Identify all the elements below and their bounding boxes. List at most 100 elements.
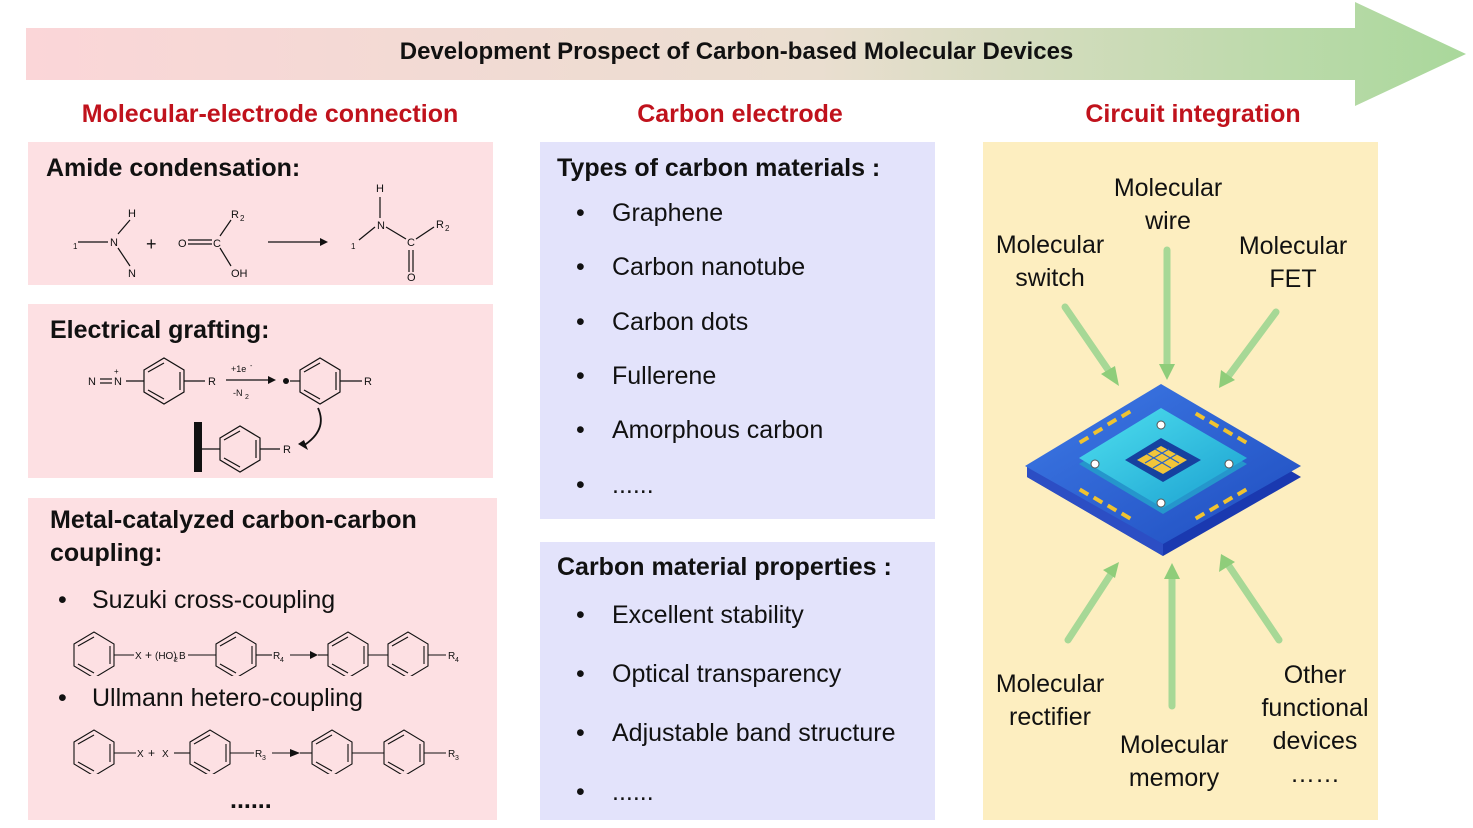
svg-text:N: N (128, 268, 136, 280)
svg-text:O: O (178, 238, 187, 250)
bullet: • (58, 586, 67, 614)
left-column-title: Molecular-electrode connection (81, 100, 459, 128)
grafting-reaction-scheme: N N + R +1e - -N 2 R R (88, 357, 372, 473)
bullet: • (576, 199, 585, 227)
carbon-properties-panel: Carbon material properties : • Excellent … (540, 542, 935, 820)
bullet: • (576, 253, 585, 282)
svg-text:O: O (407, 272, 416, 282)
svg-text:R: R (255, 749, 262, 760)
svg-text:4: 4 (455, 657, 459, 664)
grafting-heading: Electrical grafting: (50, 316, 270, 344)
svg-text:4: 4 (280, 657, 284, 664)
list-item-label: Carbon dots (612, 307, 749, 336)
svg-text:OH: OH (231, 268, 248, 280)
amide-reaction-scheme: 1 N H N + O C R 2 OH H 1 N C R 2 O (73, 183, 450, 282)
svg-text:N: N (88, 376, 96, 388)
bullet: • (576, 361, 585, 390)
amide-heading: Amide condensation: (46, 154, 301, 182)
coupling-heading-line2: coupling: (50, 539, 163, 567)
svg-text:2: 2 (240, 214, 245, 223)
svg-text:B: B (179, 651, 186, 662)
right-column-title: Circuit integration (1085, 100, 1301, 128)
bullet: • (58, 684, 67, 712)
list-item-label: Graphene (612, 199, 724, 227)
circuit-diagram (1025, 246, 1301, 710)
carbon-types-panel: Types of carbon materials : • Graphene • Ca… (540, 142, 935, 519)
list-item-label: Carbon nanotube (612, 253, 806, 282)
list-item-label: ...... (612, 778, 654, 806)
arrows-group (1061, 246, 1283, 710)
svg-text:+: + (148, 746, 155, 760)
svg-text:+: + (114, 367, 119, 376)
banner-title: Development Prospect of Carbon-based Mol… (399, 38, 1074, 65)
ullmann-label: Ullmann hetero-coupling (92, 684, 363, 712)
svg-text:3: 3 (262, 755, 266, 762)
arrow-switch (1061, 303, 1115, 378)
svg-text:3: 3 (455, 755, 459, 762)
chip-pins (1078, 409, 1248, 521)
list-item-label: Excellent stability (612, 601, 804, 629)
svg-text:R: R (436, 219, 444, 231)
svg-text:R: R (448, 749, 455, 760)
svg-text:H: H (128, 208, 136, 220)
svg-text:R: R (208, 376, 216, 388)
coupling-ellipsis: ...... (230, 786, 272, 814)
amide-condensation-panel: Amide condensation: 1 N H N + O C R 2 OH… (28, 142, 493, 285)
coupling-panel: Metal-catalyzed carbon-carbon coupling: … (28, 498, 497, 820)
electrical-grafting-panel: Electrical grafting: (28, 304, 493, 478)
svg-text:1: 1 (351, 242, 356, 251)
svg-text:+: + (146, 234, 157, 254)
list-item-label: ...... (612, 470, 654, 499)
svg-text:+: + (145, 648, 152, 662)
list-item-label: Adjustable band structure (612, 719, 896, 747)
svg-text:1: 1 (73, 242, 78, 251)
svg-text:+1e: +1e (231, 364, 246, 374)
carbon-types-heading: Types of carbon materials : (557, 154, 881, 182)
svg-text:C: C (407, 237, 415, 249)
bullet: • (576, 307, 585, 336)
svg-text:2: 2 (445, 224, 450, 233)
bullet: • (576, 719, 585, 747)
svg-text:R: R (231, 209, 239, 221)
bullet: • (576, 601, 585, 629)
svg-text:C: C (213, 238, 221, 250)
svg-text:X: X (162, 749, 169, 760)
suzuki-reaction-scheme: X + (HO) 2 B R 4 R 4 (73, 631, 459, 676)
carbon-properties-heading: Carbon material properties : (557, 553, 892, 581)
list-item-label: Optical transparency (612, 660, 842, 688)
banner-arrow (26, 2, 1466, 106)
svg-text:X: X (135, 651, 142, 662)
svg-text:2: 2 (174, 657, 178, 664)
svg-text:N: N (114, 376, 122, 388)
svg-text:2: 2 (245, 394, 249, 401)
arrow-fet (1223, 308, 1280, 382)
list-item-label: Fullerene (612, 361, 717, 390)
bullet: • (576, 470, 585, 499)
list-item-label: Amorphous carbon (612, 416, 824, 445)
svg-text:-N: -N (233, 388, 243, 398)
arrow-other (1225, 562, 1283, 644)
coupling-heading-line1: Metal-catalyzed carbon-carbon (50, 506, 417, 534)
svg-text:-: - (250, 363, 253, 370)
svg-text:N: N (377, 220, 385, 232)
svg-text:R: R (283, 444, 291, 456)
svg-text:R: R (364, 376, 372, 388)
middle-column-title: Carbon electrode (637, 100, 843, 128)
bullet: • (576, 778, 585, 806)
svg-text:(HO): (HO) (155, 651, 177, 662)
svg-text:H: H (376, 183, 384, 195)
svg-text:R: R (448, 651, 455, 662)
svg-text:N: N (110, 237, 118, 249)
svg-text:R: R (273, 651, 280, 662)
bullet: • (576, 660, 585, 688)
svg-text:X: X (137, 749, 144, 760)
suzuki-label: Suzuki cross-coupling (92, 586, 336, 614)
arrow-rectifier (1064, 570, 1115, 644)
